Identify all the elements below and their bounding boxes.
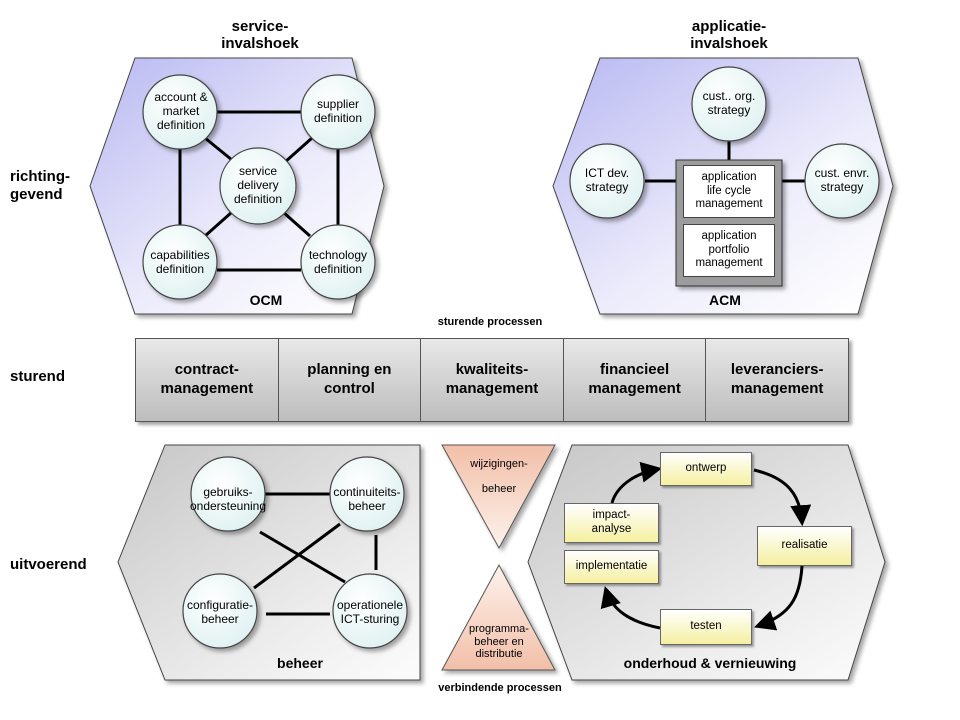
technology-label: technology definition <box>308 248 368 276</box>
supplier-circle <box>300 74 376 150</box>
operationele-ict-sturing-label: operationele ICT-sturing <box>336 598 404 626</box>
gebruiksondersteuning-label: gebruiks- ondersteuning <box>189 485 267 513</box>
technology-circle <box>300 224 376 300</box>
quality-management-cell: kwaliteits- management <box>421 339 564 421</box>
ict-dev-strategy-label: ICT dev. strategy <box>584 166 630 194</box>
impact-analyse-box: impact- analyse <box>564 503 659 543</box>
cust-envr-strategy-circle <box>804 143 880 219</box>
capabilities-circle <box>142 224 218 300</box>
application-view-header: applicatie- invalshoek <box>690 18 768 53</box>
service-view-header: service- invalshoek <box>221 18 299 53</box>
row-label-steering: sturend <box>10 368 66 385</box>
service-view-connectors <box>178 110 340 272</box>
alcm-box: application life cycle management <box>683 165 775 218</box>
wijzigingenbeheer-label: wijzigingen- beheer <box>470 458 528 496</box>
connecting-caption: verbindende processen <box>438 682 562 694</box>
ict-dev-strategy-circle <box>569 143 645 219</box>
onderhoud-vernieuwing-label: onderhoud & vernieuwing <box>623 655 797 671</box>
service-delivery-circle <box>219 147 297 225</box>
beheer-label: beheer <box>277 655 323 671</box>
continuiteitsbeheer-circle <box>329 456 405 532</box>
wijzigingenbeheer-triangle <box>441 444 556 550</box>
configuratiebeheer-label: configuratie- beheer <box>186 598 254 626</box>
ocm-label: OCM <box>249 292 283 308</box>
implementatie-box: implementatie <box>564 550 659 584</box>
realisatie-box: realisatie <box>757 526 852 566</box>
configuratiebeheer-circle <box>182 573 258 649</box>
operationele-ict-sturing-circle <box>332 573 408 649</box>
supplier-label: supplier definition <box>313 97 363 125</box>
beheer-connectors <box>253 492 378 616</box>
maintenance-cycle-arrows <box>600 461 812 631</box>
capabilities-label: capabilities definition <box>150 248 210 276</box>
steering-caption: sturende processen <box>437 316 543 328</box>
cust-org-strategy-circle <box>691 66 767 142</box>
account-market-label: account & market definition <box>154 90 208 132</box>
service-delivery-label: service delivery definition <box>233 164 283 206</box>
application-view-connectors <box>645 140 806 183</box>
account-market-circle <box>142 74 218 150</box>
supplier-management-cell: leveranciers- management <box>706 339 848 421</box>
steering-processes-band: contract- management planning en control… <box>135 338 849 422</box>
programmabeheer-triangle <box>441 563 556 671</box>
gebruiksondersteuning-circle <box>190 456 266 532</box>
testen-box: testen <box>660 609 752 645</box>
row-label-directing: richting- gevend <box>10 168 70 203</box>
row-label-executing: uitvoerend <box>10 556 87 573</box>
ontwerp-box: ontwerp <box>660 452 752 486</box>
cust-org-strategy-label: cust.. org. strategy <box>702 89 756 117</box>
programmabeheer-label: programma- beheer en distributie <box>469 623 529 661</box>
apm-box: application portfolio management <box>683 224 775 277</box>
cust-envr-strategy-label: cust. envr. strategy <box>814 166 870 194</box>
financial-management-cell: financieel management <box>563 339 707 421</box>
continuiteitsbeheer-label: continuiteits- beheer <box>333 485 401 513</box>
acm-label: ACM <box>709 292 741 308</box>
contract-management-cell: contract- management <box>136 339 279 421</box>
planning-control-cell: planning en control <box>278 339 422 421</box>
